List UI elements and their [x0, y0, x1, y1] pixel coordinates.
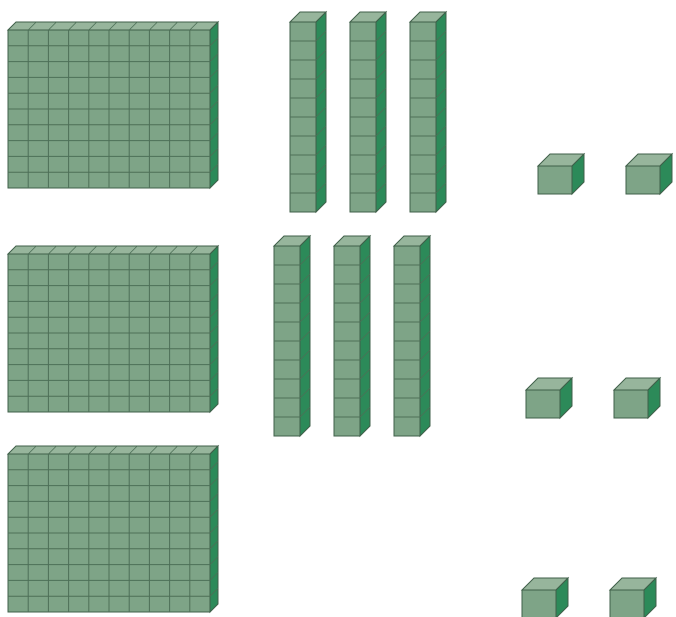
tens-rod: [334, 236, 370, 436]
tens-rod: [290, 12, 326, 212]
ones-cube: [610, 578, 656, 617]
hundreds-flat: [8, 446, 218, 612]
ones-cube: [626, 154, 672, 194]
ones-cube: [526, 378, 572, 418]
tens-rod: [274, 236, 310, 436]
ones-cube: [522, 578, 568, 617]
hundreds-flat: [8, 246, 218, 412]
block-row-3: [8, 446, 656, 617]
ones-cube: [538, 154, 584, 194]
ones-cube: [614, 378, 660, 418]
hundreds-flat: [8, 22, 218, 188]
tens-rod: [350, 12, 386, 212]
block-row-2: [8, 236, 660, 436]
tens-rod: [394, 236, 430, 436]
block-row-1: [8, 12, 672, 212]
tens-rod: [410, 12, 446, 212]
